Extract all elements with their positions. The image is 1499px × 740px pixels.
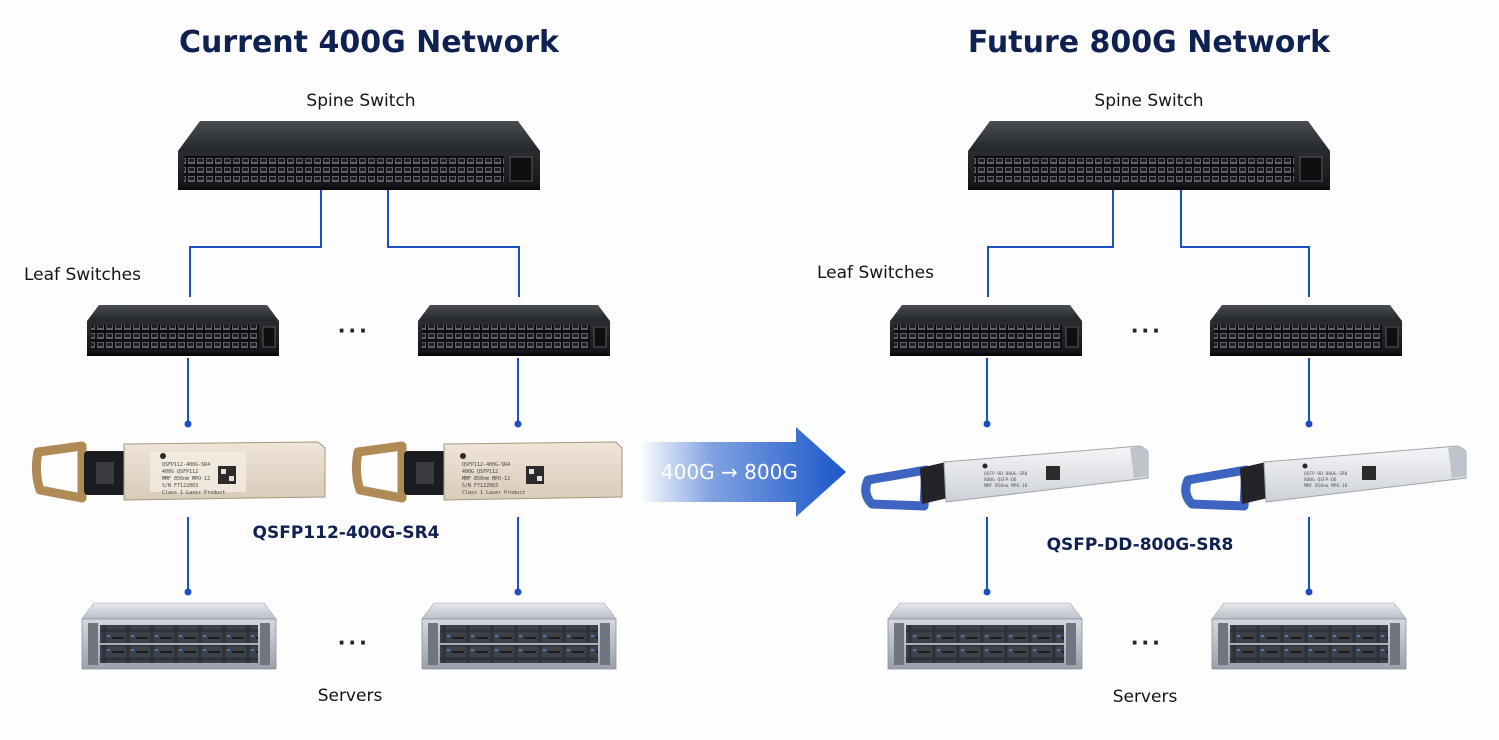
right-spine-label: Spine Switch	[1094, 91, 1204, 111]
right-transceiver-label: QSFP-DD-800G-SR8	[1046, 535, 1234, 555]
svg-text:MMF 850nm MPO-16: MMF 850nm MPO-16	[1304, 483, 1348, 489]
svg-text:Class 1 Laser Product: Class 1 Laser Product	[162, 490, 225, 496]
left-transceiver-label: QSFP112-400G-SR4	[252, 523, 440, 543]
left-leaf-ellipsis: ···	[338, 315, 370, 345]
svg-text:400G QSFP112: 400G QSFP112	[462, 469, 498, 475]
svg-text:S/N F7122003: S/N F7122003	[462, 483, 498, 489]
left-spine-label: Spine Switch	[306, 91, 416, 111]
right-transceiver-1: QSFP-DD-800G-SR8 800G QSFP-DD MMF 850nm …	[861, 445, 1149, 511]
left-connection-lines	[187, 188, 520, 590]
svg-text:MMF 850nm MPO-16: MMF 850nm MPO-16	[984, 483, 1028, 489]
right-leaf-ellipsis: ···	[1131, 315, 1163, 345]
right-server-ellipsis: ···	[1131, 627, 1163, 657]
svg-text:S/N F7122003: S/N F7122003	[162, 483, 198, 489]
svg-text:QSFP-DD-800G-SR8: QSFP-DD-800G-SR8	[984, 471, 1028, 477]
left-transceiver-1: QSFP112-400G-SR4 400G QSFP112 MMF 850nm …	[31, 441, 326, 503]
current-network-title: Current 400G Network	[178, 25, 560, 60]
left-servers-label: Servers	[317, 686, 383, 706]
svg-text:QSFP-DD-800G-SR8: QSFP-DD-800G-SR8	[1304, 471, 1348, 477]
svg-text:800G QSFP-DD: 800G QSFP-DD	[1304, 477, 1337, 483]
migration-arrow	[640, 427, 846, 517]
svg-text:QSFP112-400G-SR4: QSFP112-400G-SR4	[462, 462, 510, 468]
right-leaf-label: Leaf Switches	[817, 263, 934, 283]
left-connection-dots	[184, 420, 522, 596]
svg-text:MMF 850nm MPO-12: MMF 850nm MPO-12	[162, 476, 210, 482]
future-network-title: Future 800G Network	[967, 25, 1331, 60]
svg-text:400G QSFP112: 400G QSFP112	[162, 469, 198, 475]
right-connection-lines	[986, 188, 1310, 590]
svg-text:QSFP112-400G-SR4: QSFP112-400G-SR4	[162, 462, 210, 468]
right-connection-dots	[983, 420, 1313, 596]
svg-text:Class 1 Laser Product: Class 1 Laser Product	[462, 490, 525, 496]
svg-text:MMF 850nm MPO-12: MMF 850nm MPO-12	[462, 476, 510, 482]
left-server-ellipsis: ···	[338, 627, 370, 657]
left-leaf-label: Leaf Switches	[24, 265, 141, 285]
right-servers-label: Servers	[1112, 687, 1178, 707]
right-transceiver-2: QSFP-DD-800G-SR8 800G QSFP-DD MMF 850nm …	[1181, 445, 1467, 511]
migration-arrow-label: 400G → 800G	[661, 460, 798, 484]
svg-text:800G QSFP-DD: 800G QSFP-DD	[984, 477, 1017, 483]
left-transceiver-2: QSFP112-400G-SR4 400G QSFP112 MMF 850nm …	[351, 441, 623, 503]
